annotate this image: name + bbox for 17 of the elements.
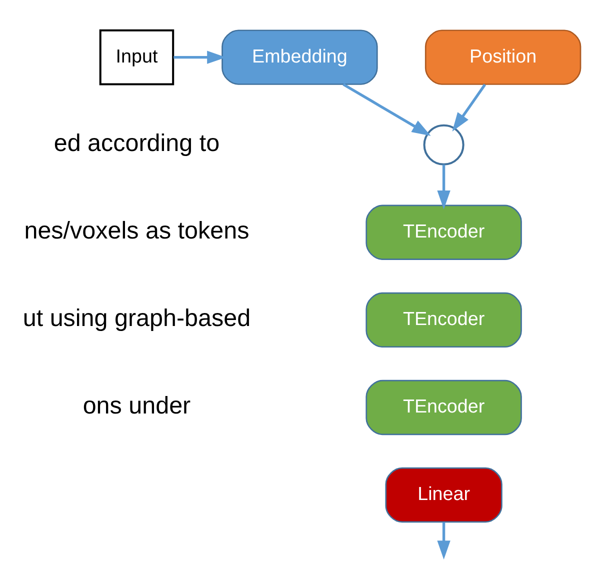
node-box: TEncoder [366, 204, 522, 260]
node-box: TEncoder [366, 292, 522, 348]
arrow [437, 164, 450, 209]
arrow [437, 522, 450, 560]
node-circle [423, 124, 464, 165]
label: nes/voxels as tokens [24, 216, 250, 244]
node-box: TEncoder [366, 379, 522, 435]
node-box: Position [424, 29, 582, 84]
label: ed according to [54, 129, 220, 156]
arrow [342, 82, 431, 136]
node-box: Linear [385, 466, 502, 522]
node-box: Embedding [222, 29, 378, 84]
arrow [174, 50, 226, 64]
arrow [452, 83, 486, 131]
label: ons under [82, 392, 191, 419]
node-box: Input [99, 28, 174, 85]
label: ut using graph-based [22, 304, 251, 332]
